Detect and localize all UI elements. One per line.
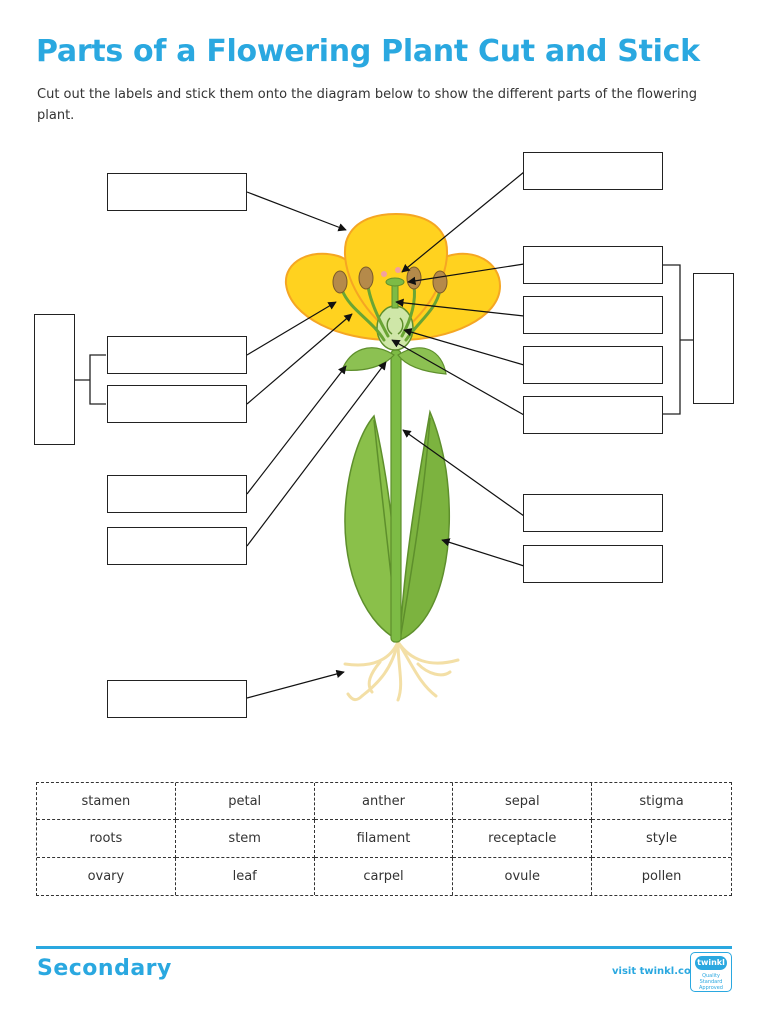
label-box-right-3[interactable] [523, 296, 663, 334]
leaf-illustration [344, 409, 451, 642]
label-box-right-4[interactable] [523, 346, 663, 384]
cut-label[interactable]: anther [314, 783, 454, 821]
cut-label[interactable]: leaf [176, 857, 315, 895]
cut-label[interactable]: stamen [37, 783, 176, 821]
cut-label[interactable]: carpel [315, 857, 454, 895]
plant-diagram [74, 171, 693, 702]
quality-badge: twinkl Quality Standard Approved [690, 952, 732, 992]
cut-label[interactable]: roots [37, 820, 176, 858]
stem-illustration [390, 349, 402, 643]
cut-label[interactable]: stigma [592, 783, 731, 821]
cut-label[interactable]: sepal [453, 783, 593, 821]
cut-label[interactable]: receptacle [453, 820, 593, 858]
label-box-left-6[interactable] [107, 680, 247, 718]
footer-link[interactable]: visit twinkl.com [612, 966, 702, 977]
label-box-right-5[interactable] [523, 396, 663, 434]
label-box-right-2[interactable] [523, 246, 663, 284]
cut-label[interactable]: pollen [641, 868, 682, 884]
roots-illustration [343, 640, 460, 702]
cut-out-labels: stamen petal anther sepal stigma roots s… [36, 782, 732, 896]
cut-label[interactable]: petal [175, 783, 315, 821]
cut-label[interactable]: stem [175, 820, 315, 858]
twinkl-logo-icon: twinkl [695, 956, 727, 970]
label-box-right-7[interactable] [523, 545, 663, 583]
bracket-lines [74, 264, 693, 415]
label-box-left-2[interactable] [107, 336, 247, 374]
cut-label[interactable]: filament [314, 820, 454, 858]
label-box-left-tall[interactable] [34, 314, 75, 445]
badge-text: Quality Standard Approved [699, 973, 723, 991]
instructions: Cut out the labels and stick them onto t… [37, 87, 698, 123]
label-box-left-3[interactable] [107, 385, 247, 423]
footer-brand: Secondary [37, 956, 172, 981]
label-box-left-4[interactable] [107, 475, 247, 513]
cut-label[interactable]: style [592, 820, 731, 858]
cut-label[interactable]: ovule [453, 857, 593, 895]
label-box-left-1[interactable] [107, 173, 247, 211]
footer-divider [36, 946, 732, 949]
page-title: Parts of a Flowering Plant Cut and Stick [36, 34, 700, 69]
cut-label[interactable]: ovary [37, 857, 176, 895]
label-box-right-6[interactable] [523, 494, 663, 532]
label-box-left-5[interactable] [107, 527, 247, 565]
label-box-right-tall[interactable] [693, 273, 734, 404]
carpel-illustration [376, 277, 414, 351]
label-box-right-1[interactable] [523, 152, 663, 190]
arrow-lines [246, 171, 525, 699]
